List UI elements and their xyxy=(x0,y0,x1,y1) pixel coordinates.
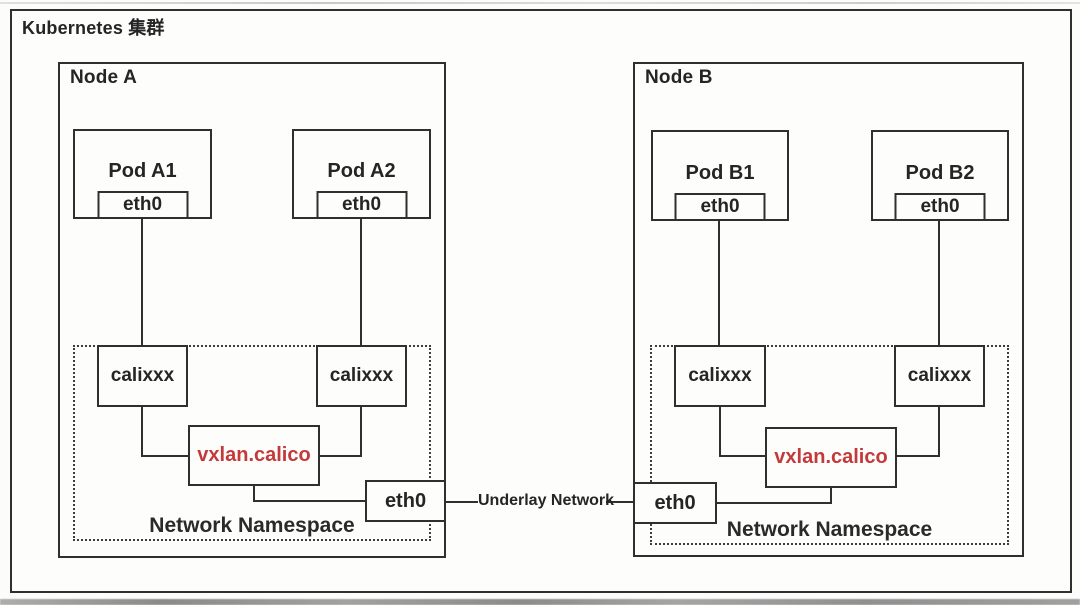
pod-a1-box: Pod A1 eth0 xyxy=(73,129,212,219)
veth-calixxx-a2-box: calixxx xyxy=(316,345,407,407)
connector-calixxx-a2-vxlan-h xyxy=(320,455,362,457)
pod-a2-label: Pod A2 xyxy=(327,160,396,182)
pod-a1-label: Pod A1 xyxy=(108,160,177,182)
connector-calixxx-a2-vxlan-v xyxy=(360,407,362,457)
connector-calixxx-b2-vxlan-v xyxy=(938,407,940,457)
node-b-eth0-box: eth0 xyxy=(633,482,717,524)
node-b-label: Node B xyxy=(645,67,713,88)
underlay-network-label: Underlay Network xyxy=(478,492,615,509)
connector-podb2-calixxx xyxy=(938,220,940,347)
node-a-eth0-box: eth0 xyxy=(365,480,446,522)
pod-b1-eth0-box: eth0 xyxy=(674,193,766,221)
veth-calixxx-a1-box: calixxx xyxy=(97,345,188,407)
connector-podb1-calixxx xyxy=(718,220,720,347)
connector-vxlan-a-eth0-v xyxy=(253,486,255,502)
connector-calixxx-a1-vxlan-h xyxy=(141,455,190,457)
pod-b2-eth0-box: eth0 xyxy=(894,193,986,221)
connector-poda1-calixxx xyxy=(141,218,143,347)
photo-edge-artifact-top xyxy=(0,2,1080,4)
veth-calixxx-b2-box: calixxx xyxy=(894,345,985,407)
connector-calixxx-a1-vxlan-v xyxy=(141,407,143,457)
photo-edge-artifact-bottom xyxy=(0,599,1080,605)
node-a-network-namespace-box: Network Namespace xyxy=(73,345,431,541)
pod-a2-box: Pod A2 eth0 xyxy=(292,129,431,219)
pod-a1-eth0-box: eth0 xyxy=(97,191,188,219)
pod-b1-label: Pod B1 xyxy=(685,162,755,184)
pod-a2-eth0-box: eth0 xyxy=(316,191,407,219)
pod-b2-label: Pod B2 xyxy=(905,162,975,184)
connector-vxlan-b-eth0-h xyxy=(717,502,832,504)
connector-calixxx-b2-vxlan-h xyxy=(897,455,940,457)
connector-vxlan-b-eth0-v xyxy=(830,488,832,504)
veth-calixxx-b1-box: calixxx xyxy=(674,345,766,407)
connector-vxlan-a-eth0-h xyxy=(253,500,365,502)
underlay-link-right xyxy=(606,501,633,503)
pod-b2-box: Pod B2 eth0 xyxy=(871,130,1009,221)
node-b-network-namespace-box: Network Namespace xyxy=(650,345,1009,545)
node-a-label: Node A xyxy=(70,67,137,88)
connector-calixxx-b1-vxlan-v xyxy=(719,407,721,457)
connector-calixxx-b1-vxlan-h xyxy=(719,455,767,457)
pod-b1-box: Pod B1 eth0 xyxy=(651,130,789,221)
cluster-title: Kubernetes 集群 xyxy=(22,18,165,38)
node-b-namespace-label: Network Namespace xyxy=(726,518,933,541)
node-a-namespace-label: Network Namespace xyxy=(149,514,355,537)
connector-poda2-calixxx xyxy=(360,218,362,347)
vxlan-calico-a-box: vxlan.calico xyxy=(188,425,320,486)
vxlan-calico-b-box: vxlan.calico xyxy=(765,427,897,488)
underlay-link-left xyxy=(446,501,478,503)
